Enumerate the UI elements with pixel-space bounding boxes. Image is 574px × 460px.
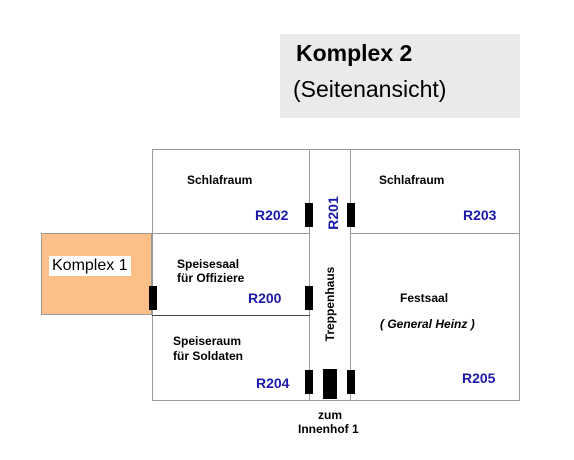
wall-right — [350, 233, 520, 234]
door-r205 — [347, 370, 355, 394]
wall-left-upper — [152, 233, 310, 234]
room-label-speisesaal-line2: für Offiziere — [177, 271, 245, 285]
room-label-treppenhaus: Treppenhaus — [323, 266, 337, 342]
outline-top — [152, 149, 520, 150]
room-number-r202: R202 — [255, 207, 289, 223]
room-number-r204: R204 — [256, 375, 290, 391]
outline-right — [519, 149, 520, 401]
title-box — [280, 34, 520, 118]
exit-label-line2: Innenhof 1 — [298, 422, 359, 436]
room-number-r201: R201 — [325, 196, 341, 230]
door-r203 — [347, 203, 355, 227]
door-r200 — [305, 286, 313, 310]
room-label-schlafraum-left: Schlafraum — [187, 173, 253, 187]
wall-left-lower — [152, 315, 310, 316]
diagram-subtitle: (Seitenansicht) — [293, 76, 447, 102]
diagram-title: Komplex 2 — [296, 40, 413, 66]
outline-left — [152, 149, 153, 401]
room-label-schlafraum-right: Schlafraum — [379, 173, 445, 187]
door-r204 — [305, 370, 313, 394]
room-label-speiseraum-line1: Speiseraum — [173, 334, 242, 348]
door-komplex-1 — [149, 286, 157, 310]
room-note-festsaal: ( General Heinz ) — [380, 317, 475, 331]
room-label-festsaal: Festsaal — [400, 291, 449, 305]
room-number-r205: R205 — [462, 370, 496, 386]
room-label-speisesaal-line1: Speisesaal — [177, 257, 240, 271]
room-number-r203: R203 — [463, 207, 497, 223]
door-innenhof — [323, 369, 337, 399]
room-number-r200: R200 — [248, 290, 282, 306]
exit-label-line1: zum — [318, 408, 342, 422]
komplex-1-label: Komplex 1 — [49, 256, 131, 276]
stairwell-wall-left — [309, 149, 310, 401]
outline-bottom — [152, 400, 520, 401]
door-r202 — [305, 203, 313, 227]
stairwell-wall-right — [350, 149, 351, 401]
room-label-speiseraum-line2: für Soldaten — [173, 349, 244, 363]
